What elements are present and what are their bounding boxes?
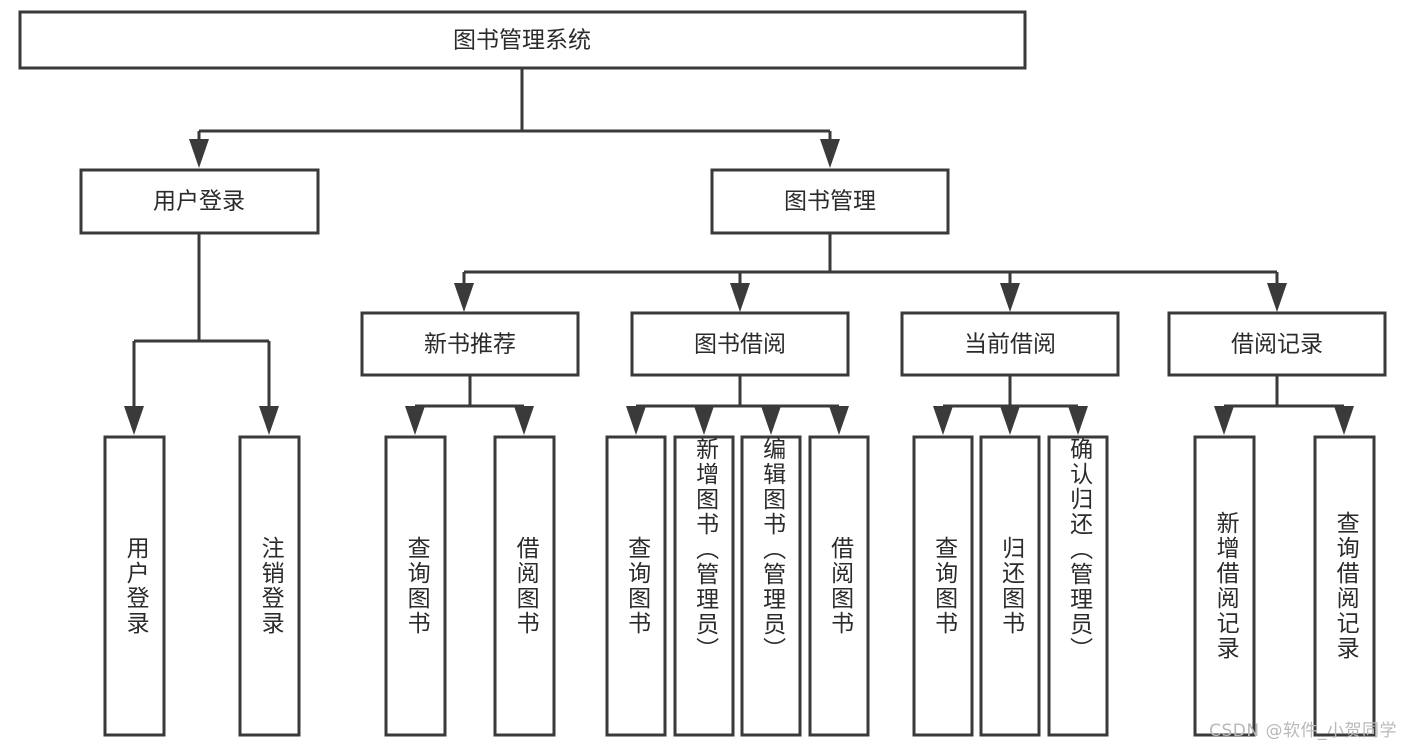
arrow-icon-bb-leaf-3 [761, 406, 781, 435]
connector-group-new-book-recommend [405, 375, 534, 435]
arrow-icon-bb-leaf-1 [626, 406, 646, 435]
arrow-icon-to-new-book-recommend [454, 283, 474, 312]
node-new-book-recommend-box[interactable] [360, 311, 580, 377]
node-borrow-record-label: 借阅记录 [1231, 332, 1323, 358]
node-book-borrow[interactable]: 图书借阅 [630, 311, 850, 377]
arrow-icon-bb-leaf-4 [829, 406, 849, 435]
leaf-box-nbr-2[interactable] [493, 435, 556, 737]
leaf-boxes-user-login [103, 435, 301, 737]
arrow-icon-cb-leaf-2 [1000, 406, 1020, 435]
leaf-boxes-new-book-recommend [384, 435, 556, 737]
arrow-icon-nbr-leaf-2 [514, 406, 534, 435]
arrow-icon-root-to-book-manage [820, 139, 840, 168]
node-borrow-record-box[interactable] [1167, 311, 1387, 377]
leaf-box-bb-2[interactable] [673, 435, 735, 737]
leaf-box-cb-2[interactable] [979, 435, 1041, 737]
node-book-manage[interactable]: 图书管理 [710, 168, 950, 235]
node-user-login-box[interactable] [79, 168, 320, 235]
node-book-manage-box[interactable] [710, 168, 950, 235]
node-current-borrow-label: 当前借阅 [964, 332, 1056, 358]
leaf-box-nbr-1[interactable] [384, 435, 447, 737]
leaf-box-bb-4[interactable] [808, 435, 870, 737]
connector-group-book-manage [454, 233, 1287, 312]
node-book-borrow-box[interactable] [630, 311, 850, 377]
leaf-box-user-login-2[interactable] [238, 435, 301, 737]
node-current-borrow-box[interactable] [900, 311, 1120, 377]
connector-group-borrow-record [1214, 375, 1354, 435]
leaf-boxes-current-borrow [912, 435, 1109, 737]
node-user-login[interactable]: 用户登录 [79, 168, 320, 235]
leaf-box-bb-3[interactable] [740, 435, 802, 737]
arrow-icon-br-leaf-1 [1214, 406, 1234, 435]
arrow-icon-user-login-leaf-1 [124, 406, 144, 435]
node-new-book-recommend-label: 新书推荐 [424, 332, 516, 358]
connector-group-user-login [124, 233, 279, 435]
arrow-icon-root-to-user-login [189, 139, 209, 168]
arrow-icon-to-borrow-record [1267, 283, 1287, 312]
leaf-box-br-2[interactable] [1313, 435, 1376, 737]
arrow-icon-nbr-leaf-1 [405, 406, 425, 435]
leaf-boxes-borrow-record [1193, 435, 1376, 737]
watermark-text: CSDN @软件_小贺同学 [1209, 721, 1397, 741]
node-book-borrow-label: 图书借阅 [694, 332, 786, 358]
node-new-book-recommend[interactable]: 新书推荐 [360, 311, 580, 377]
arrow-icon-bb-leaf-2 [694, 406, 714, 435]
node-book-manage-label: 图书管理 [784, 189, 876, 215]
arrow-icon-cb-leaf-1 [933, 406, 953, 435]
node-root[interactable]: 图书管理系统 [18, 10, 1027, 70]
leaf-box-bb-1[interactable] [605, 435, 667, 737]
leaf-box-cb-1[interactable] [912, 435, 974, 737]
leaf-boxes-book-borrow [605, 435, 870, 737]
node-current-borrow[interactable]: 当前借阅 [900, 311, 1120, 377]
arrow-icon-cb-leaf-3 [1068, 406, 1088, 435]
node-root-label: 图书管理系统 [453, 28, 591, 54]
node-user-login-label: 用户登录 [153, 189, 245, 215]
leaf-box-cb-3[interactable] [1047, 435, 1109, 737]
connector-group-root [189, 68, 840, 168]
leaf-box-br-1[interactable] [1193, 435, 1256, 737]
leaf-box-user-login-1[interactable] [103, 435, 166, 737]
arrow-icon-to-current-borrow [1000, 283, 1020, 312]
arrow-icon-user-login-leaf-2 [259, 406, 279, 435]
node-root-box[interactable] [18, 10, 1027, 70]
arrow-icon-to-book-borrow [730, 283, 750, 312]
node-borrow-record[interactable]: 借阅记录 [1167, 311, 1387, 377]
connector-group-book-borrow [626, 375, 849, 435]
connector-group-current-borrow [933, 375, 1088, 435]
arrow-icon-br-leaf-2 [1334, 406, 1354, 435]
